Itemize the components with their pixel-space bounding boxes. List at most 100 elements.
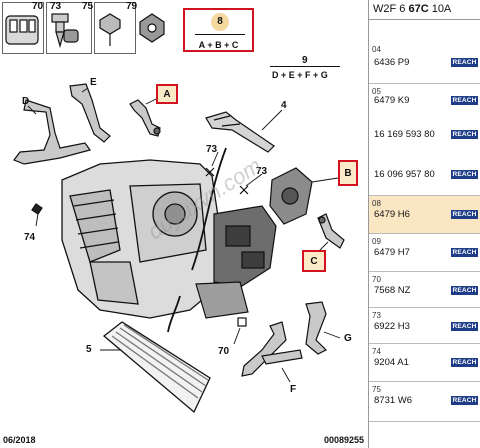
callout-G: G [344,333,352,344]
label-B: B [338,160,358,186]
footer-ref: 00089255 [323,435,364,445]
kit-8-number: 8 [211,13,229,31]
title-suffix: 10A [428,3,452,15]
callout-5: 5 [86,344,92,355]
part-79-label: 79 [126,1,138,12]
part-number: 6922 H3 [374,321,410,332]
part-number: 16 096 957 80 [374,169,435,180]
leader-lines [27,87,341,383]
table-title: W2F 6 67C 10A [369,0,480,20]
bolt-icon [99,13,121,46]
bracket-G [305,301,328,355]
clip-73-right [239,185,249,195]
kit-8-formula: 8 A + B + C [183,8,254,52]
lever-C [317,213,345,249]
diagram-drawing [5,13,345,414]
reach-badge: REACH [451,358,478,367]
reach-badge: REACH [451,322,478,331]
group-code: 04 [372,45,381,54]
callout-70: 70 [218,346,230,357]
part-73-label: 73 [50,1,62,12]
part-number: 6479 H7 [374,247,410,258]
kit-9-number: 9 [302,55,308,66]
part-75-label: 75 [82,1,94,12]
part-number: 16 169 593 80 [374,129,435,140]
parts-diagram: 70 73 75 79 [2,1,364,445]
table-row[interactable]: 6479 H7 REACH [369,242,480,264]
table-row[interactable]: 6479 K9 REACH [369,90,480,112]
bracket-D [13,99,91,165]
callout-73-left: 73 [206,144,218,155]
hvac-unit [61,159,221,319]
kit-9-components: D + E + F + G [272,70,328,80]
kit-9-divider [270,66,340,67]
group-code: 05 [372,87,381,96]
part-73-box [46,2,92,54]
kit-8-components: A + B + C [198,40,239,50]
part-number: 6479 K9 [374,95,410,106]
callout-E: E [90,77,97,88]
group-code: 08 [372,199,381,208]
footer-date: 06/2018 [3,435,36,445]
reach-badge: REACH [451,396,478,405]
reach-badge: REACH [451,286,478,295]
part-70-label: 70 [32,1,44,12]
callout-F: F [290,384,297,395]
connector-70 [237,317,247,327]
group-code: 09 [372,237,381,246]
part-number: 6436 P9 [374,57,410,68]
table-row[interactable]: 16 169 593 80 REACH [369,124,480,146]
callout-4: 4 [281,100,287,111]
table-row[interactable]: 6479 H6 REACH [369,204,480,226]
part-number: 7568 NZ [374,285,411,296]
table-row[interactable]: 7568 NZ REACH [369,280,480,302]
table-row[interactable]: 9204 A1 REACH [369,352,480,374]
connector-icon [5,15,39,45]
part-number: 8731 W6 [374,395,413,406]
reach-badge: REACH [451,130,478,139]
nut-icon [139,13,165,43]
title-prefix: W2F 6 [373,3,409,15]
part-75-box [94,2,136,54]
table-row[interactable]: 6922 H3 REACH [369,316,480,338]
bracket-F [241,321,303,377]
part-number: 9204 A1 [374,357,409,368]
lever-A [129,99,161,137]
table-group-04: 04 6436 P9 REACH [369,42,480,84]
clip-73-left [205,167,215,177]
actuator-cluster [195,205,277,319]
group-code: 74 [372,347,381,356]
bracket-E [69,83,111,143]
actuator-B [269,167,313,225]
reach-badge: REACH [451,58,478,67]
part-number: 6479 H6 [374,209,410,220]
screw-icon [51,13,79,49]
cabin-filter-5 [102,321,211,414]
group-code: 70 [372,275,381,284]
table-row[interactable]: 8731 W6 REACH [369,390,480,412]
table-row[interactable]: 16 096 957 80 REACH [369,164,480,186]
group-code: 75 [372,385,381,394]
kit-8-divider [195,34,245,35]
group-code: 73 [372,311,381,320]
duct-4 [205,111,275,153]
table-row[interactable]: 6436 P9 REACH [369,52,480,74]
reach-badge: REACH [451,248,478,257]
label-A: A [156,84,178,104]
callout-73-right: 73 [256,166,268,177]
callout-74: 74 [24,232,36,243]
part-70-box [2,2,44,54]
title-bold: 67C [408,3,429,15]
block-74 [31,203,43,215]
reach-badge: REACH [451,96,478,105]
reach-badge: REACH [451,170,478,179]
reach-badge: REACH [451,210,478,219]
